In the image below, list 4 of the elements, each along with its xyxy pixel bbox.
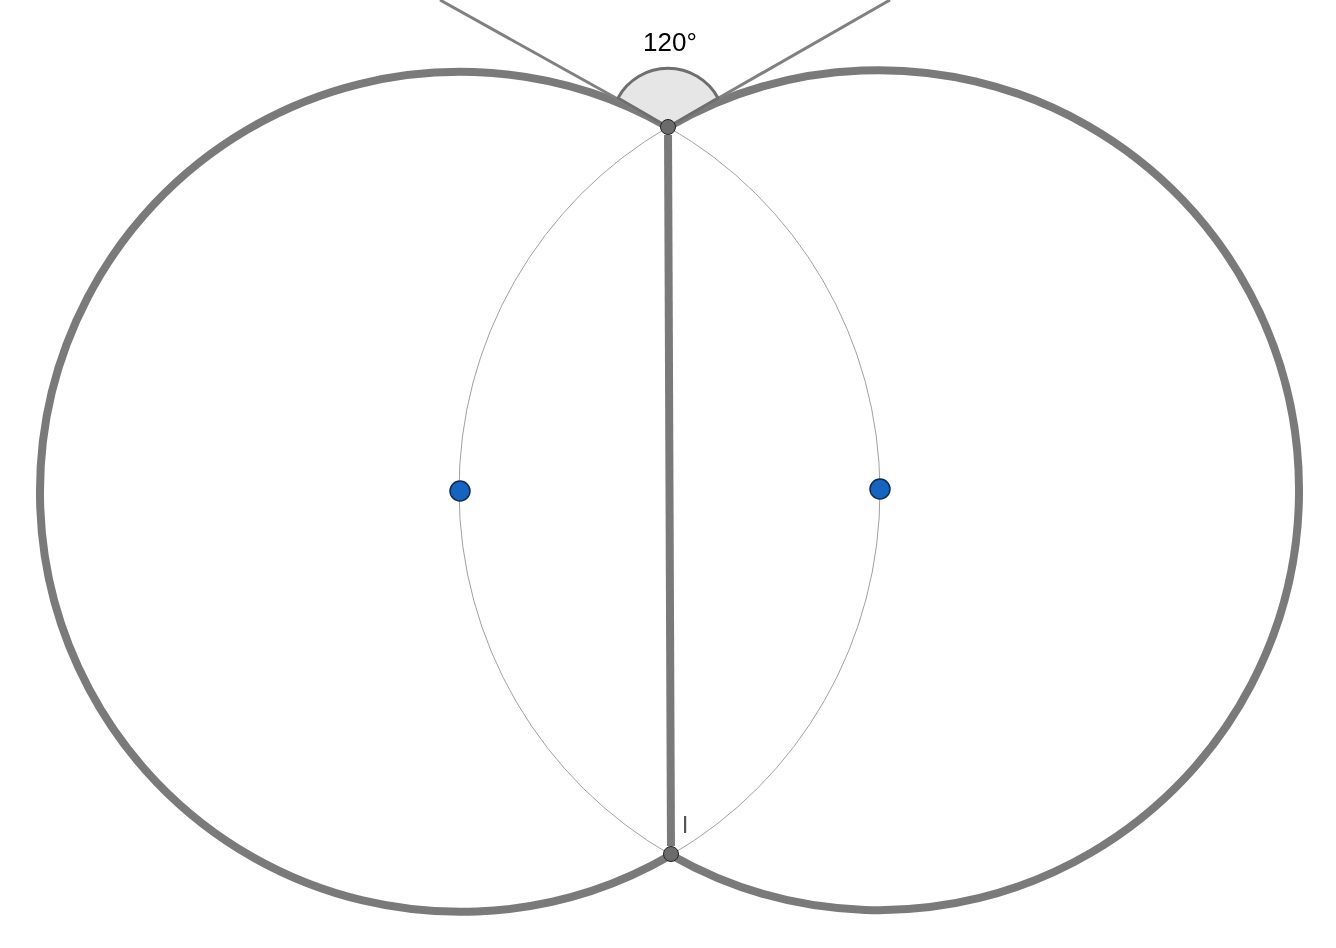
intersection-point <box>663 846 679 862</box>
line-segment <box>664 135 675 846</box>
point-label: I <box>681 810 689 840</box>
angle-label: 120° <box>643 25 697 59</box>
